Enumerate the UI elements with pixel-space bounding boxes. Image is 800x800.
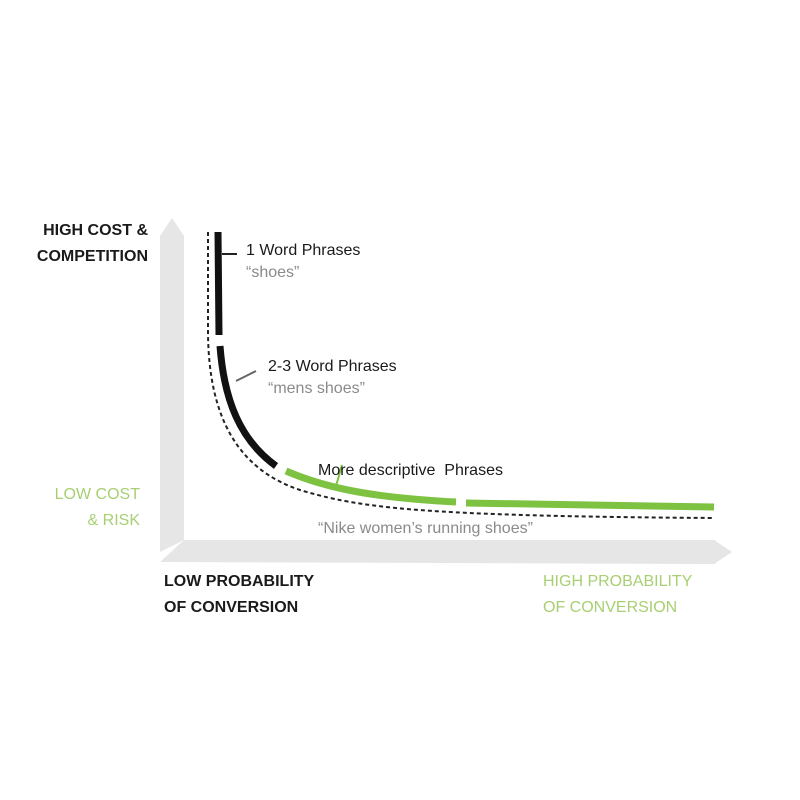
leader-line-2-3-word xyxy=(235,370,257,382)
curve-segment-1-word xyxy=(214,231,223,336)
x-axis-arrow xyxy=(160,540,732,564)
annotation-2-3-word-title: 2-3 Word Phrases xyxy=(268,358,397,375)
annotation-1-word: 1 Word Phrases “shoes” xyxy=(246,240,360,284)
x-axis-left-label-line1: LOW PROBABILITY xyxy=(164,573,315,590)
annotation-2-3-word-example: “mens shoes” xyxy=(268,380,365,397)
y-axis-bottom-label-line2: & RISK xyxy=(87,512,140,529)
leader-line-descriptive xyxy=(335,464,343,487)
annotation-descriptive-example: “Nike women’s running shoes” xyxy=(318,520,533,537)
curve-segment-descriptive-b xyxy=(465,499,715,511)
y-axis-top-label-line2: COMPETITION xyxy=(36,248,148,265)
x-axis-right-label: HIGH PROBABILITY OF CONVERSION xyxy=(543,569,692,621)
dashed-curve xyxy=(207,232,715,519)
curve-segment-descriptive-a xyxy=(284,467,457,506)
annotation-2-3-word: 2-3 Word Phrases “mens shoes” xyxy=(268,356,397,400)
x-axis-left-label: LOW PROBABILITY OF CONVERSION xyxy=(164,569,314,621)
x-axis-right-label-line1: HIGH PROBABILITY xyxy=(543,573,693,590)
x-axis-left-label-line2: OF CONVERSION xyxy=(164,599,299,616)
annotation-descriptive: More descriptive Phrases “Nike women’s r… xyxy=(318,424,533,558)
annotation-1-word-title: 1 Word Phrases xyxy=(246,242,361,259)
curve-segment-2-3-word xyxy=(216,345,279,469)
x-axis-right-label-line2: OF CONVERSION xyxy=(543,599,678,616)
annotation-descriptive-title: More descriptive Phrases xyxy=(318,462,503,479)
y-axis-top-label-line1: HIGH COST & xyxy=(43,222,148,239)
y-axis-arrow xyxy=(160,218,184,552)
annotation-1-word-example: “shoes” xyxy=(246,264,300,281)
y-axis-top-label: HIGH COST & COMPETITION xyxy=(32,218,148,270)
y-axis-bottom-label: LOW COST & RISK xyxy=(32,482,140,534)
y-axis-bottom-label-line1: LOW COST xyxy=(54,486,140,503)
